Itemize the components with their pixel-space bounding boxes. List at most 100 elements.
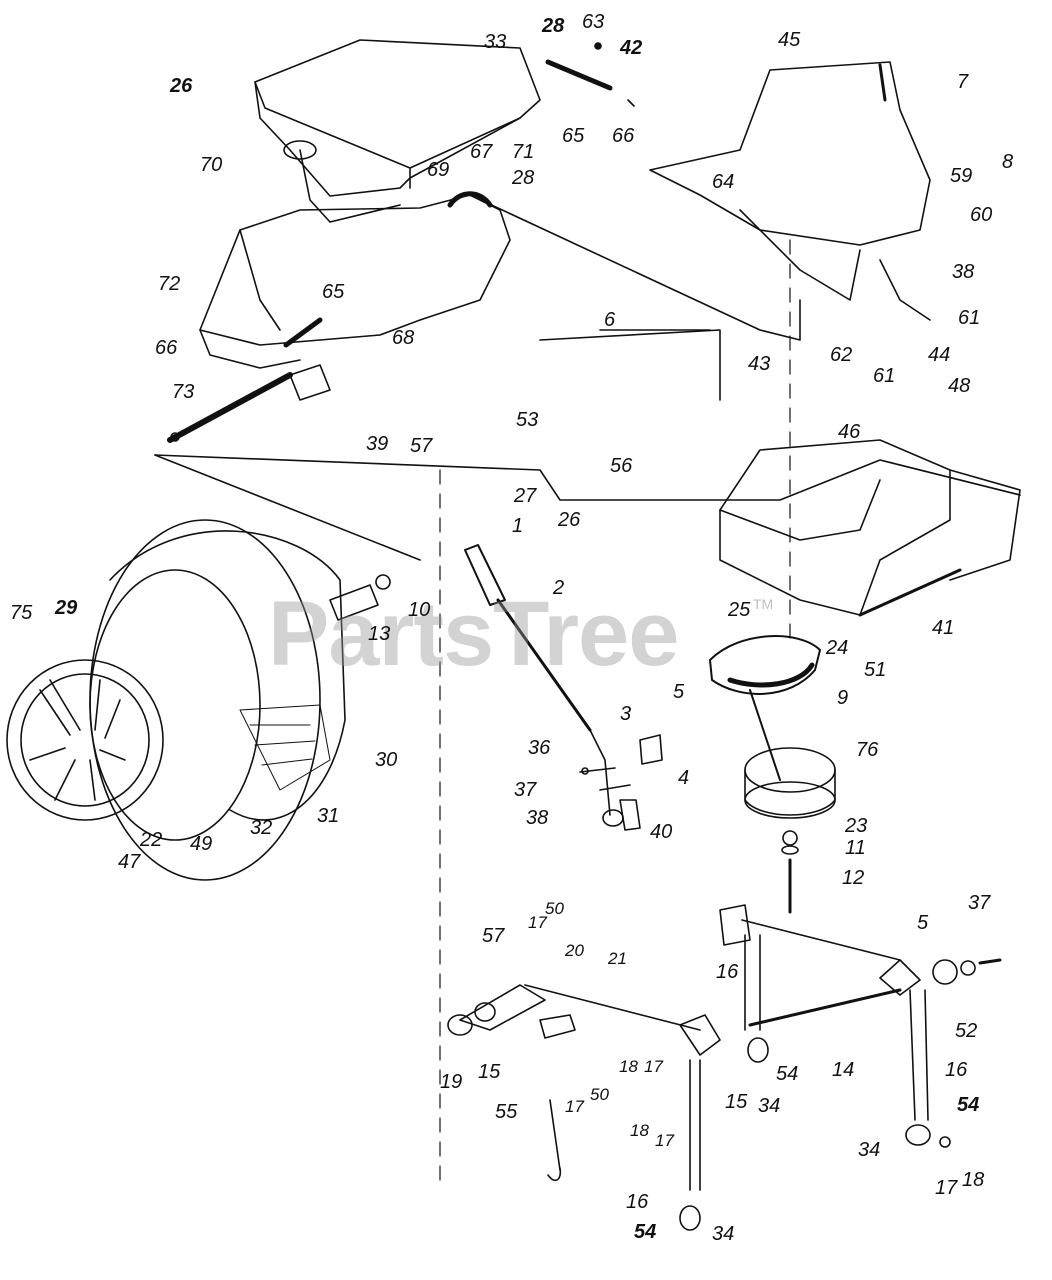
callout-12: 12 [842,867,865,889]
callout-66: 66 [612,125,635,147]
seat-spring [545,42,635,107]
callout-50: 50 [545,899,564,918]
callout-42: 42 [620,37,643,59]
callout-27: 27 [514,485,537,507]
callout-23: 23 [845,815,868,837]
steering-linkage [719,904,1002,1148]
callout-22: 22 [140,829,163,851]
callout-17: 17 [644,1057,663,1076]
lever-bracket [579,734,663,831]
callout-41: 41 [932,617,955,639]
callout-15: 15 [478,1061,501,1083]
callout-20: 20 [565,941,584,960]
callout-33: 33 [484,31,507,53]
callout-48: 48 [948,375,971,397]
fender [649,61,931,321]
callout-39: 39 [366,433,389,455]
callout-66: 66 [155,337,178,359]
callout-36: 36 [528,737,551,759]
spacer [329,574,391,621]
callout-6: 6 [604,309,616,331]
callout-61: 61 [873,365,896,387]
callout-37: 37 [968,892,991,914]
callout-57: 57 [482,925,505,947]
callout-10: 10 [408,599,431,621]
callout-18: 18 [619,1057,638,1076]
callout-15: 15 [725,1091,748,1113]
callout-63: 63 [582,11,605,33]
belt-pulley [709,635,836,819]
callout-70: 70 [200,154,223,176]
callout-18: 18 [962,1169,985,1191]
callout-9: 9 [837,687,849,709]
callout-29: 29 [55,597,78,619]
callout-17: 17 [528,913,547,932]
wheel-tire [89,519,346,881]
callout-17: 17 [565,1097,584,1116]
callout-38: 38 [526,807,549,829]
callout-64: 64 [712,171,735,193]
callout-16: 16 [626,1191,649,1213]
pulley-bolt [781,830,799,914]
callout-44: 44 [928,344,951,366]
callout-16: 16 [945,1059,968,1081]
callout-67: 67 [470,141,493,163]
callout-69: 69 [427,159,450,181]
callout-17: 17 [655,1131,674,1150]
callout-65: 65 [322,281,345,303]
callout-61: 61 [958,307,981,329]
callout-34: 34 [858,1139,881,1161]
callout-28: 28 [512,167,535,189]
callout-31: 31 [317,805,340,827]
callout-47: 47 [118,851,141,873]
callout-38: 38 [952,261,975,283]
axle [167,364,331,443]
callout-40: 40 [650,821,673,843]
callout-60: 60 [970,204,993,226]
callout-72: 72 [158,273,181,295]
front-linkage [447,984,721,1231]
callout-24: 24 [826,637,849,659]
callout-57: 57 [410,435,433,457]
callout-59: 59 [950,165,973,187]
callout-53: 53 [516,409,539,431]
callout-65: 65 [562,125,585,147]
callout-54: 54 [957,1094,980,1116]
callout-75: 75 [10,602,33,624]
callout-34: 34 [758,1095,781,1117]
callout-14: 14 [832,1059,855,1081]
callout-43: 43 [748,353,771,375]
callout-18: 18 [630,1121,649,1140]
callout-11: 11 [845,837,866,859]
callout-51: 51 [864,659,887,681]
callout-34: 34 [712,1223,735,1245]
callout-2: 2 [553,577,565,599]
callout-13: 13 [368,623,391,645]
callout-49: 49 [190,833,213,855]
callout-73: 73 [172,381,195,403]
callout-50: 50 [590,1085,609,1104]
callout-76: 76 [856,739,879,761]
callout-7: 7 [957,71,969,93]
callout-32: 32 [250,817,273,839]
callout-71: 71 [512,141,535,163]
callout-16: 16 [716,961,739,983]
callout-5: 5 [917,912,929,934]
axle-housing [719,439,1021,617]
callout-4: 4 [678,767,690,789]
callout-62: 62 [830,344,853,366]
callout-46: 46 [838,421,861,443]
frame [154,191,1021,561]
callout-21: 21 [608,949,627,968]
callout-30: 30 [375,749,398,771]
callout-3: 3 [620,703,632,725]
callout-45: 45 [778,29,801,51]
callout-25: 25 [728,599,751,621]
seat-pan [254,39,541,223]
callout-8: 8 [1002,151,1014,173]
callout-52: 52 [955,1020,978,1042]
shift-lever [464,544,624,827]
callout-1: 1 [512,515,524,537]
callout-56: 56 [610,455,633,477]
